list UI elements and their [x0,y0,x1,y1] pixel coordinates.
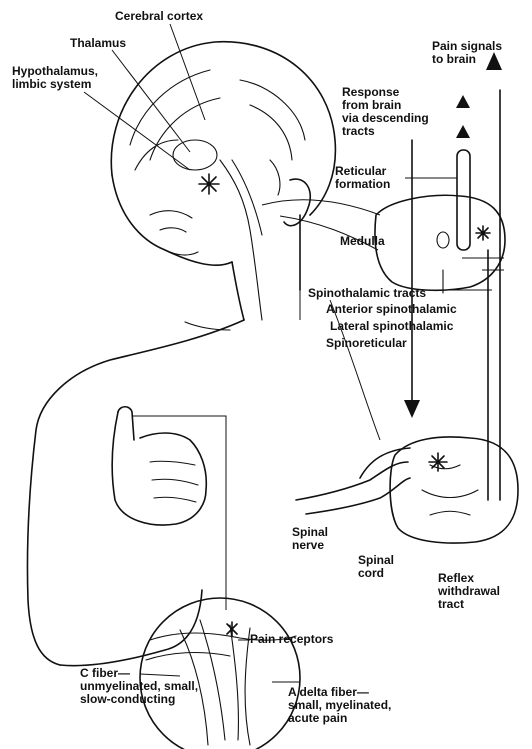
burst-cord [429,453,447,471]
label-reflex-line3: tract [438,598,500,611]
eye [160,228,186,232]
finger-lines [150,461,198,502]
label-spinoreticular: Spinoreticular [326,337,407,350]
label-reticular: Reticular formation [335,165,390,191]
label-pain-signals: Pain signals to brain [432,40,502,66]
forearm [60,590,202,666]
label-response: Response from brain via descending tract… [342,86,429,138]
label-pain-receptors: Pain receptors [250,633,333,646]
lead-thalamus [112,50,190,152]
label-a-delta-line3: acute pain [288,712,391,725]
label-c-fiber: C fiber— unmyelinated, small, slow-condu… [80,667,198,706]
label-lateral-spinothalamic: Lateral spinothalamic [330,320,453,333]
thalamus-shape [173,140,217,170]
grey-matter [422,465,478,515]
label-response-line4: tracts [342,125,429,138]
label-a-delta-fiber: A delta fiber— small, myelinated, acute … [288,686,391,725]
label-spinal-nerve-line2: nerve [292,539,328,552]
burst-receptor [227,622,237,636]
up-arrow-1 [456,125,470,138]
label-medulla: Medulla [340,235,385,248]
reticular-column [457,150,470,250]
label-hypothalamus: Hypothalamus, limbic system [12,65,98,91]
label-reflex-withdrawal: Reflex withdrawal tract [438,572,500,611]
label-spinal-cord-line2: cord [358,567,394,580]
burst-brain [199,174,219,194]
descending-arrow [404,400,420,418]
label-hypothalamus-line2: limbic system [12,78,98,91]
label-reticular-line2: formation [335,178,390,191]
label-pain-signals-line2: to brain [432,53,502,66]
label-spinal-cord: Spinal cord [358,554,394,580]
label-cerebral-cortex: Cerebral cortex [115,10,203,23]
brain-gyri [130,70,305,195]
burst-medulla [476,226,490,240]
label-thalamus: Thalamus [70,37,126,50]
brainstem-inner [232,160,262,235]
label-c-fiber-line3: slow-conducting [80,693,198,706]
hand [112,412,206,525]
neck [232,262,244,320]
medulla-center [437,232,449,248]
label-spinal-nerve: Spinal nerve [292,526,328,552]
shoulder [27,320,244,665]
spinal-cord-section [390,437,518,543]
label-spinothalamic-tracts: Spinothalamic tracts [308,287,426,300]
lead-cortex [170,24,205,120]
spinal-nerve-fibers [296,448,410,514]
eyebrow [150,211,192,218]
pin [118,407,134,440]
medulla-section [375,195,505,290]
up-arrow-2 [456,95,470,108]
pin-lead [132,416,226,610]
label-anterior-spinothalamic: Anterior spinothalamic [326,303,457,316]
brainstem [220,160,262,320]
